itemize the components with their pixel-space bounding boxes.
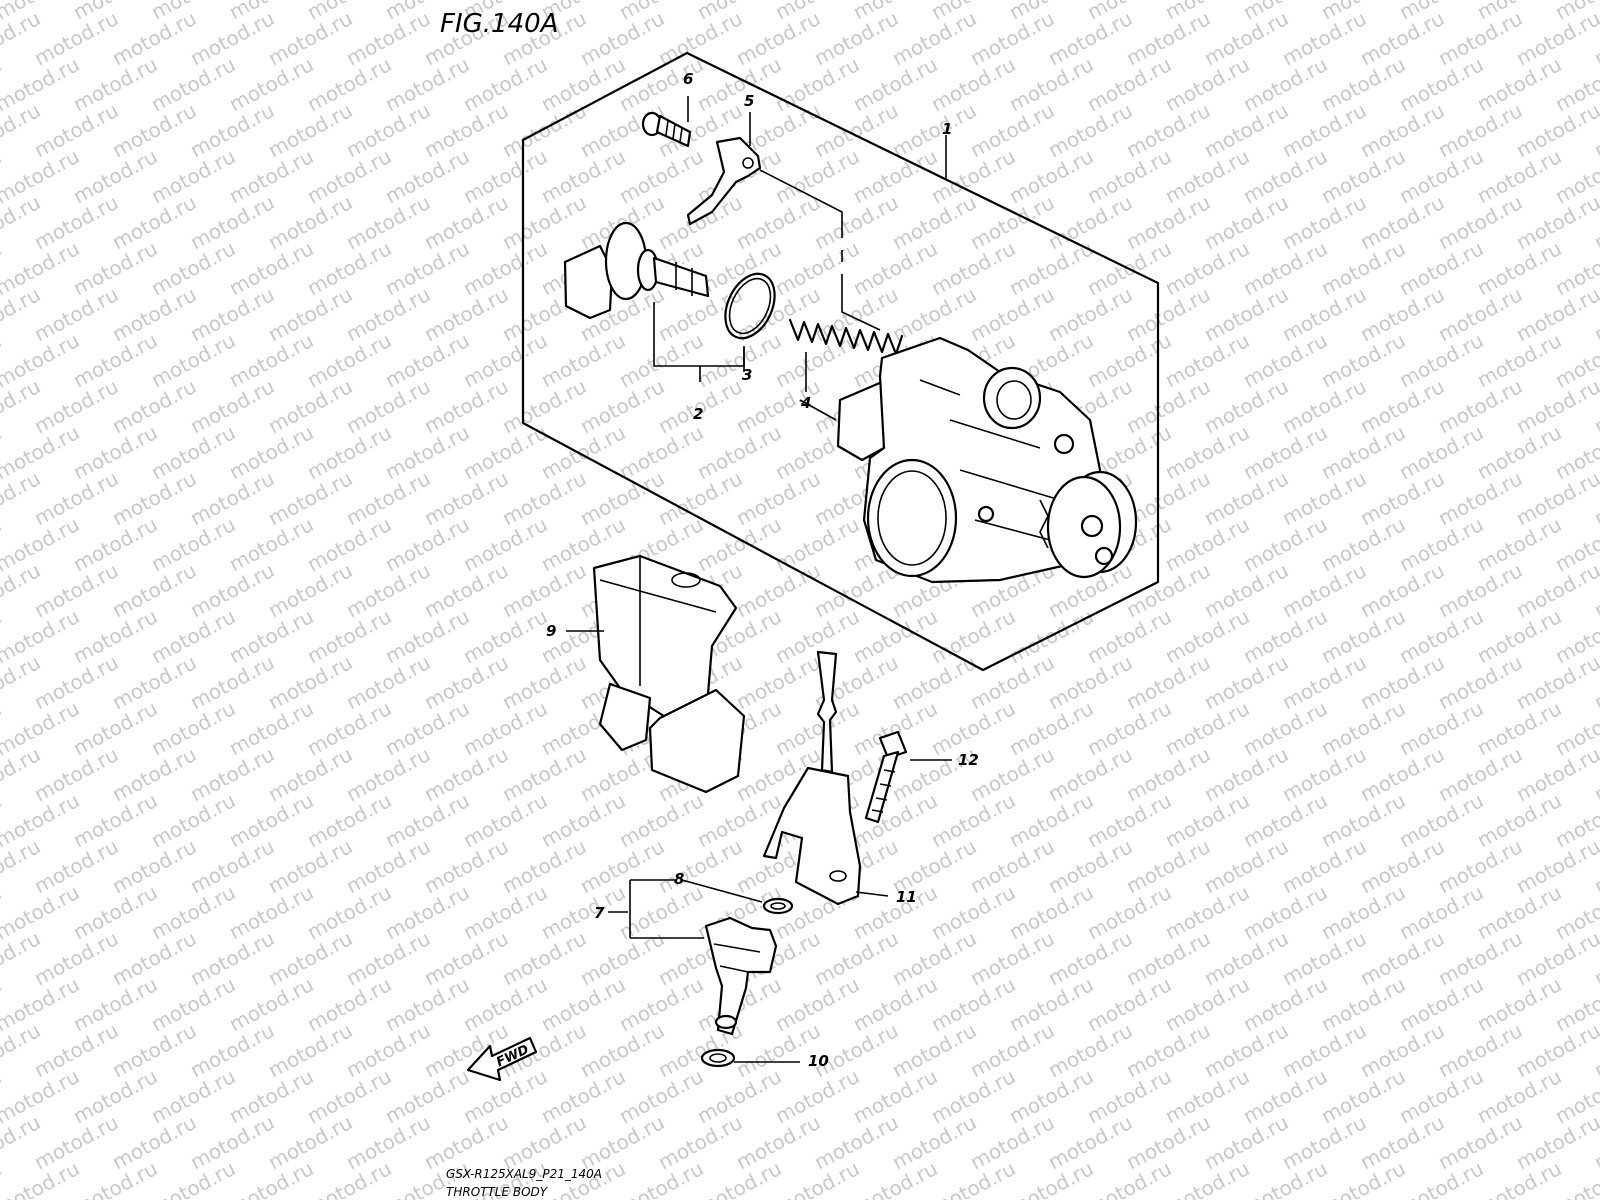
callout-3: 3	[742, 366, 752, 384]
part-10-seal[interactable]	[700, 1048, 736, 1068]
callout-8: 8	[674, 870, 684, 888]
watermark-text: motod.ru	[0, 1156, 5, 1200]
callout-9: 9	[546, 622, 556, 640]
figure-title: FIG.140A	[440, 9, 558, 39]
leader-lines	[566, 96, 952, 1063]
callout-4: 4	[800, 394, 811, 412]
callout-1: 1	[942, 120, 952, 138]
callout-7: 7	[594, 904, 605, 922]
callout-11: 11	[896, 888, 917, 906]
part-5-lever[interactable]	[686, 136, 762, 226]
model-code: GSX-R125XAL9_P21_140A	[446, 1167, 602, 1181]
part-6-screw[interactable]	[641, 111, 692, 148]
part-7-injector[interactable]	[704, 916, 778, 1036]
callout-labels: 1 2 3 4 5 6 7 8 9 10 11 12	[546, 70, 979, 1070]
callout-10: 10	[808, 1052, 829, 1070]
part-8-o-ring[interactable]	[762, 897, 794, 915]
callout-5: 5	[744, 92, 754, 110]
part-2-sensor[interactable]	[563, 221, 710, 320]
callout-2: 2	[693, 405, 703, 423]
callout-6: 6	[683, 70, 693, 88]
assembly-frame	[521, 51, 1160, 672]
part-11-delivery-pipe[interactable]	[762, 650, 862, 906]
part-12-bolt[interactable]	[864, 730, 908, 824]
callout-12: 12	[958, 751, 979, 769]
part-9-mount[interactable]	[592, 554, 746, 794]
part-3-o-ring[interactable]	[716, 266, 785, 346]
part-4-spring[interactable]	[788, 318, 904, 356]
section-name: THROTTLE BODY	[446, 1185, 549, 1199]
part-1-throttle-body[interactable]	[799, 336, 1138, 584]
